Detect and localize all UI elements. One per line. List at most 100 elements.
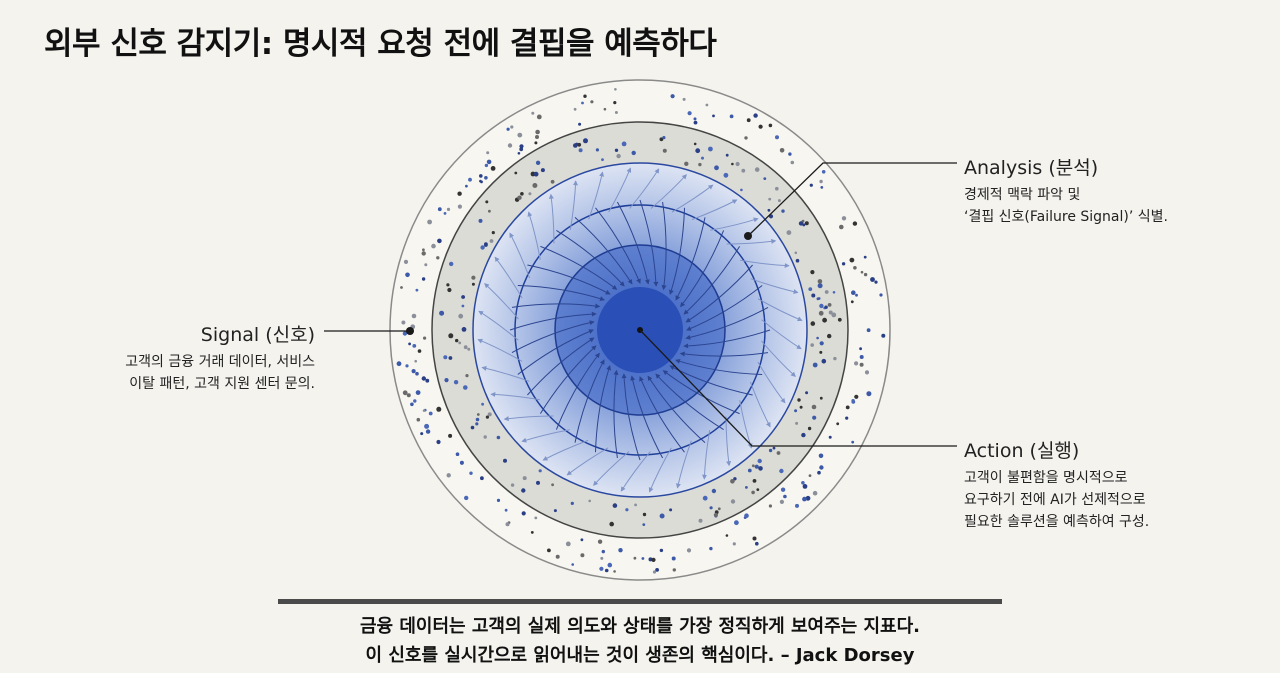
signal-dot (705, 103, 709, 107)
signal-dot (517, 195, 522, 200)
outward-arrow (757, 298, 803, 322)
signal-dot (717, 507, 721, 511)
signal-dot (851, 440, 855, 444)
signal-dot (731, 162, 734, 166)
signal-dot (534, 141, 538, 145)
quote-divider (278, 599, 1002, 604)
signal-dot (521, 511, 526, 516)
signal-dot (693, 142, 697, 146)
outward-arrow (750, 278, 799, 295)
signal-dot (550, 179, 555, 184)
signal-dot (455, 338, 459, 343)
signal-dot (565, 541, 571, 547)
signal-dot (533, 171, 539, 177)
inward-arrow (661, 201, 667, 291)
signal-dot (421, 277, 426, 281)
signal-detector-diagram (324, 79, 957, 581)
signal-dot (795, 503, 799, 508)
signal-dot (824, 290, 829, 294)
signal-dot (839, 224, 844, 230)
signal-dot (453, 380, 459, 385)
signal-dot (819, 341, 824, 346)
signal-dot (662, 136, 666, 140)
signal-dot (744, 513, 749, 518)
signal-dot (768, 504, 773, 508)
signal-dot (741, 168, 746, 173)
signal-dot (695, 148, 701, 154)
inward-arrow (680, 230, 725, 308)
signal-dot (870, 277, 875, 282)
signal-dot (798, 221, 804, 226)
signal-dot (436, 406, 442, 412)
signal-dot (776, 451, 781, 455)
signal-dot (879, 293, 883, 297)
signal-dot (484, 176, 488, 180)
signal-dot (614, 148, 619, 152)
inward-arrow (555, 352, 600, 430)
signal-dot (849, 257, 855, 263)
signal-dot (752, 536, 757, 541)
signal-dot (641, 557, 645, 560)
signal-dot (801, 432, 806, 438)
signal-dot (845, 416, 849, 420)
signal-dot (491, 231, 495, 235)
signal-dot (446, 207, 451, 211)
inward-arrow (595, 207, 641, 284)
signal-dot (517, 152, 521, 155)
signal-dot (448, 356, 453, 360)
signal-dot (821, 358, 827, 364)
signal-dot (775, 135, 779, 140)
signal-dot (805, 495, 811, 501)
signal-dot (507, 143, 513, 148)
signal-dot (693, 117, 697, 121)
signal-dot (464, 495, 469, 501)
inward-arrow (509, 311, 597, 331)
analysis-connector (747, 162, 957, 237)
signal-dots (396, 88, 886, 574)
signal-dot (459, 460, 464, 465)
signal-dot (601, 549, 605, 554)
signal-dot (810, 321, 816, 326)
signal-dot (708, 146, 713, 152)
signal-dot (583, 138, 588, 144)
inward-arrow (540, 245, 618, 290)
signal-dot (801, 481, 805, 485)
signal-dot (832, 291, 836, 294)
signal-dot (824, 305, 828, 309)
signal-dot (480, 245, 485, 250)
signal-dot (818, 453, 824, 459)
signal-dot (746, 118, 751, 123)
signal-dot (483, 435, 487, 439)
signal-dot (723, 172, 729, 178)
signal-dot (799, 405, 803, 409)
signal-dot (443, 355, 448, 360)
signal-dot (758, 466, 763, 471)
outward-arrow (620, 451, 651, 492)
signal-dot (758, 124, 763, 129)
signal-dot (794, 409, 798, 413)
outward-arrow (671, 184, 714, 213)
signal-dot (406, 393, 411, 398)
signal-dot (520, 192, 524, 196)
signal-dot (702, 495, 708, 501)
outward-arrow (484, 283, 519, 320)
signal-dot (810, 343, 814, 347)
signal-dot (804, 221, 809, 226)
signal-dot (573, 107, 577, 111)
signal-dot (437, 238, 442, 244)
outward-arrow (593, 451, 630, 486)
signal-dot (714, 165, 719, 171)
inward-arrow (655, 373, 724, 431)
signal-dot (837, 317, 842, 322)
signal-dot (614, 88, 617, 91)
signal-dot (733, 477, 737, 481)
outward-arrow (481, 365, 530, 382)
signal-dot (786, 230, 792, 236)
signal-dot (866, 391, 872, 397)
signal-dot (808, 474, 812, 477)
signal-dot (613, 570, 616, 573)
signal-dot (672, 568, 676, 572)
outward-arrow (725, 416, 732, 467)
signal-dot (590, 100, 594, 104)
signal-dot (845, 405, 850, 410)
